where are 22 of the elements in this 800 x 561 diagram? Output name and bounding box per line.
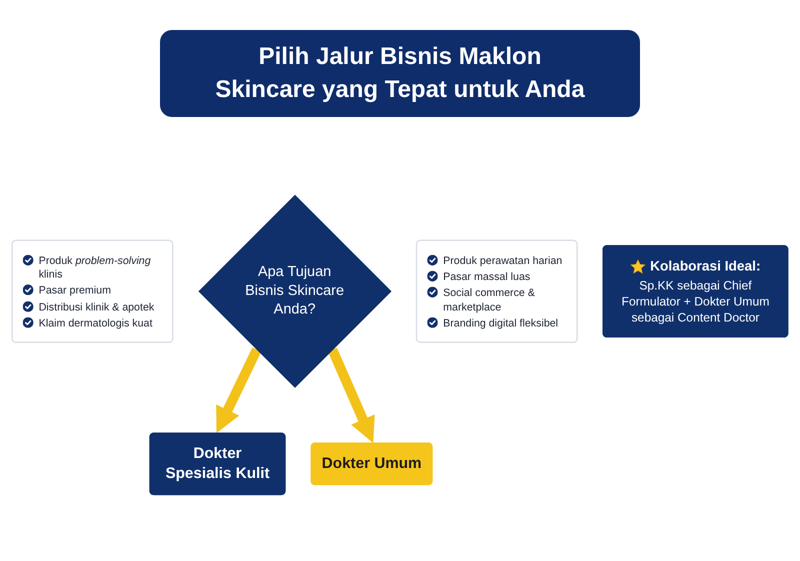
title: Pilih Jalur Bisnis Maklon Skincare yang Tepat untuk Anda [160, 30, 640, 118]
node-label: Dokter Spesialis Kulit [164, 444, 271, 484]
list-item: Produk problem-solving klinis [38, 253, 152, 281]
checklist-card [12, 240, 174, 343]
option-box [310, 442, 433, 486]
arrow [216, 347, 262, 434]
decision-diamond [198, 194, 392, 388]
list-item: Produk perawatan harian [443, 253, 564, 268]
list-item: Pasar massal luas [443, 269, 532, 284]
list-item: Distribusi klinik & apotek [38, 299, 156, 314]
node-label: Dokter Umum [322, 454, 422, 474]
list-item: Social commerce & marketplace [443, 286, 536, 314]
checklist-card [416, 240, 578, 343]
callout-heading: Kolaborasi Ideal: [650, 257, 761, 276]
callout-text: Sp.KK sebagai Chief Formulator + Dokter Umum sebagai Content Doctor [620, 279, 770, 326]
list-item: Pasar premium [38, 283, 112, 298]
list-item: Klaim dermatologis kuat [38, 316, 154, 330]
list-item: Branding digital fleksibel [443, 316, 560, 330]
arrow [328, 348, 375, 444]
callout-box [602, 245, 788, 338]
option-box [149, 432, 286, 496]
node-label: Apa Tujuan Bisnis Skincare Anda? [244, 263, 346, 320]
